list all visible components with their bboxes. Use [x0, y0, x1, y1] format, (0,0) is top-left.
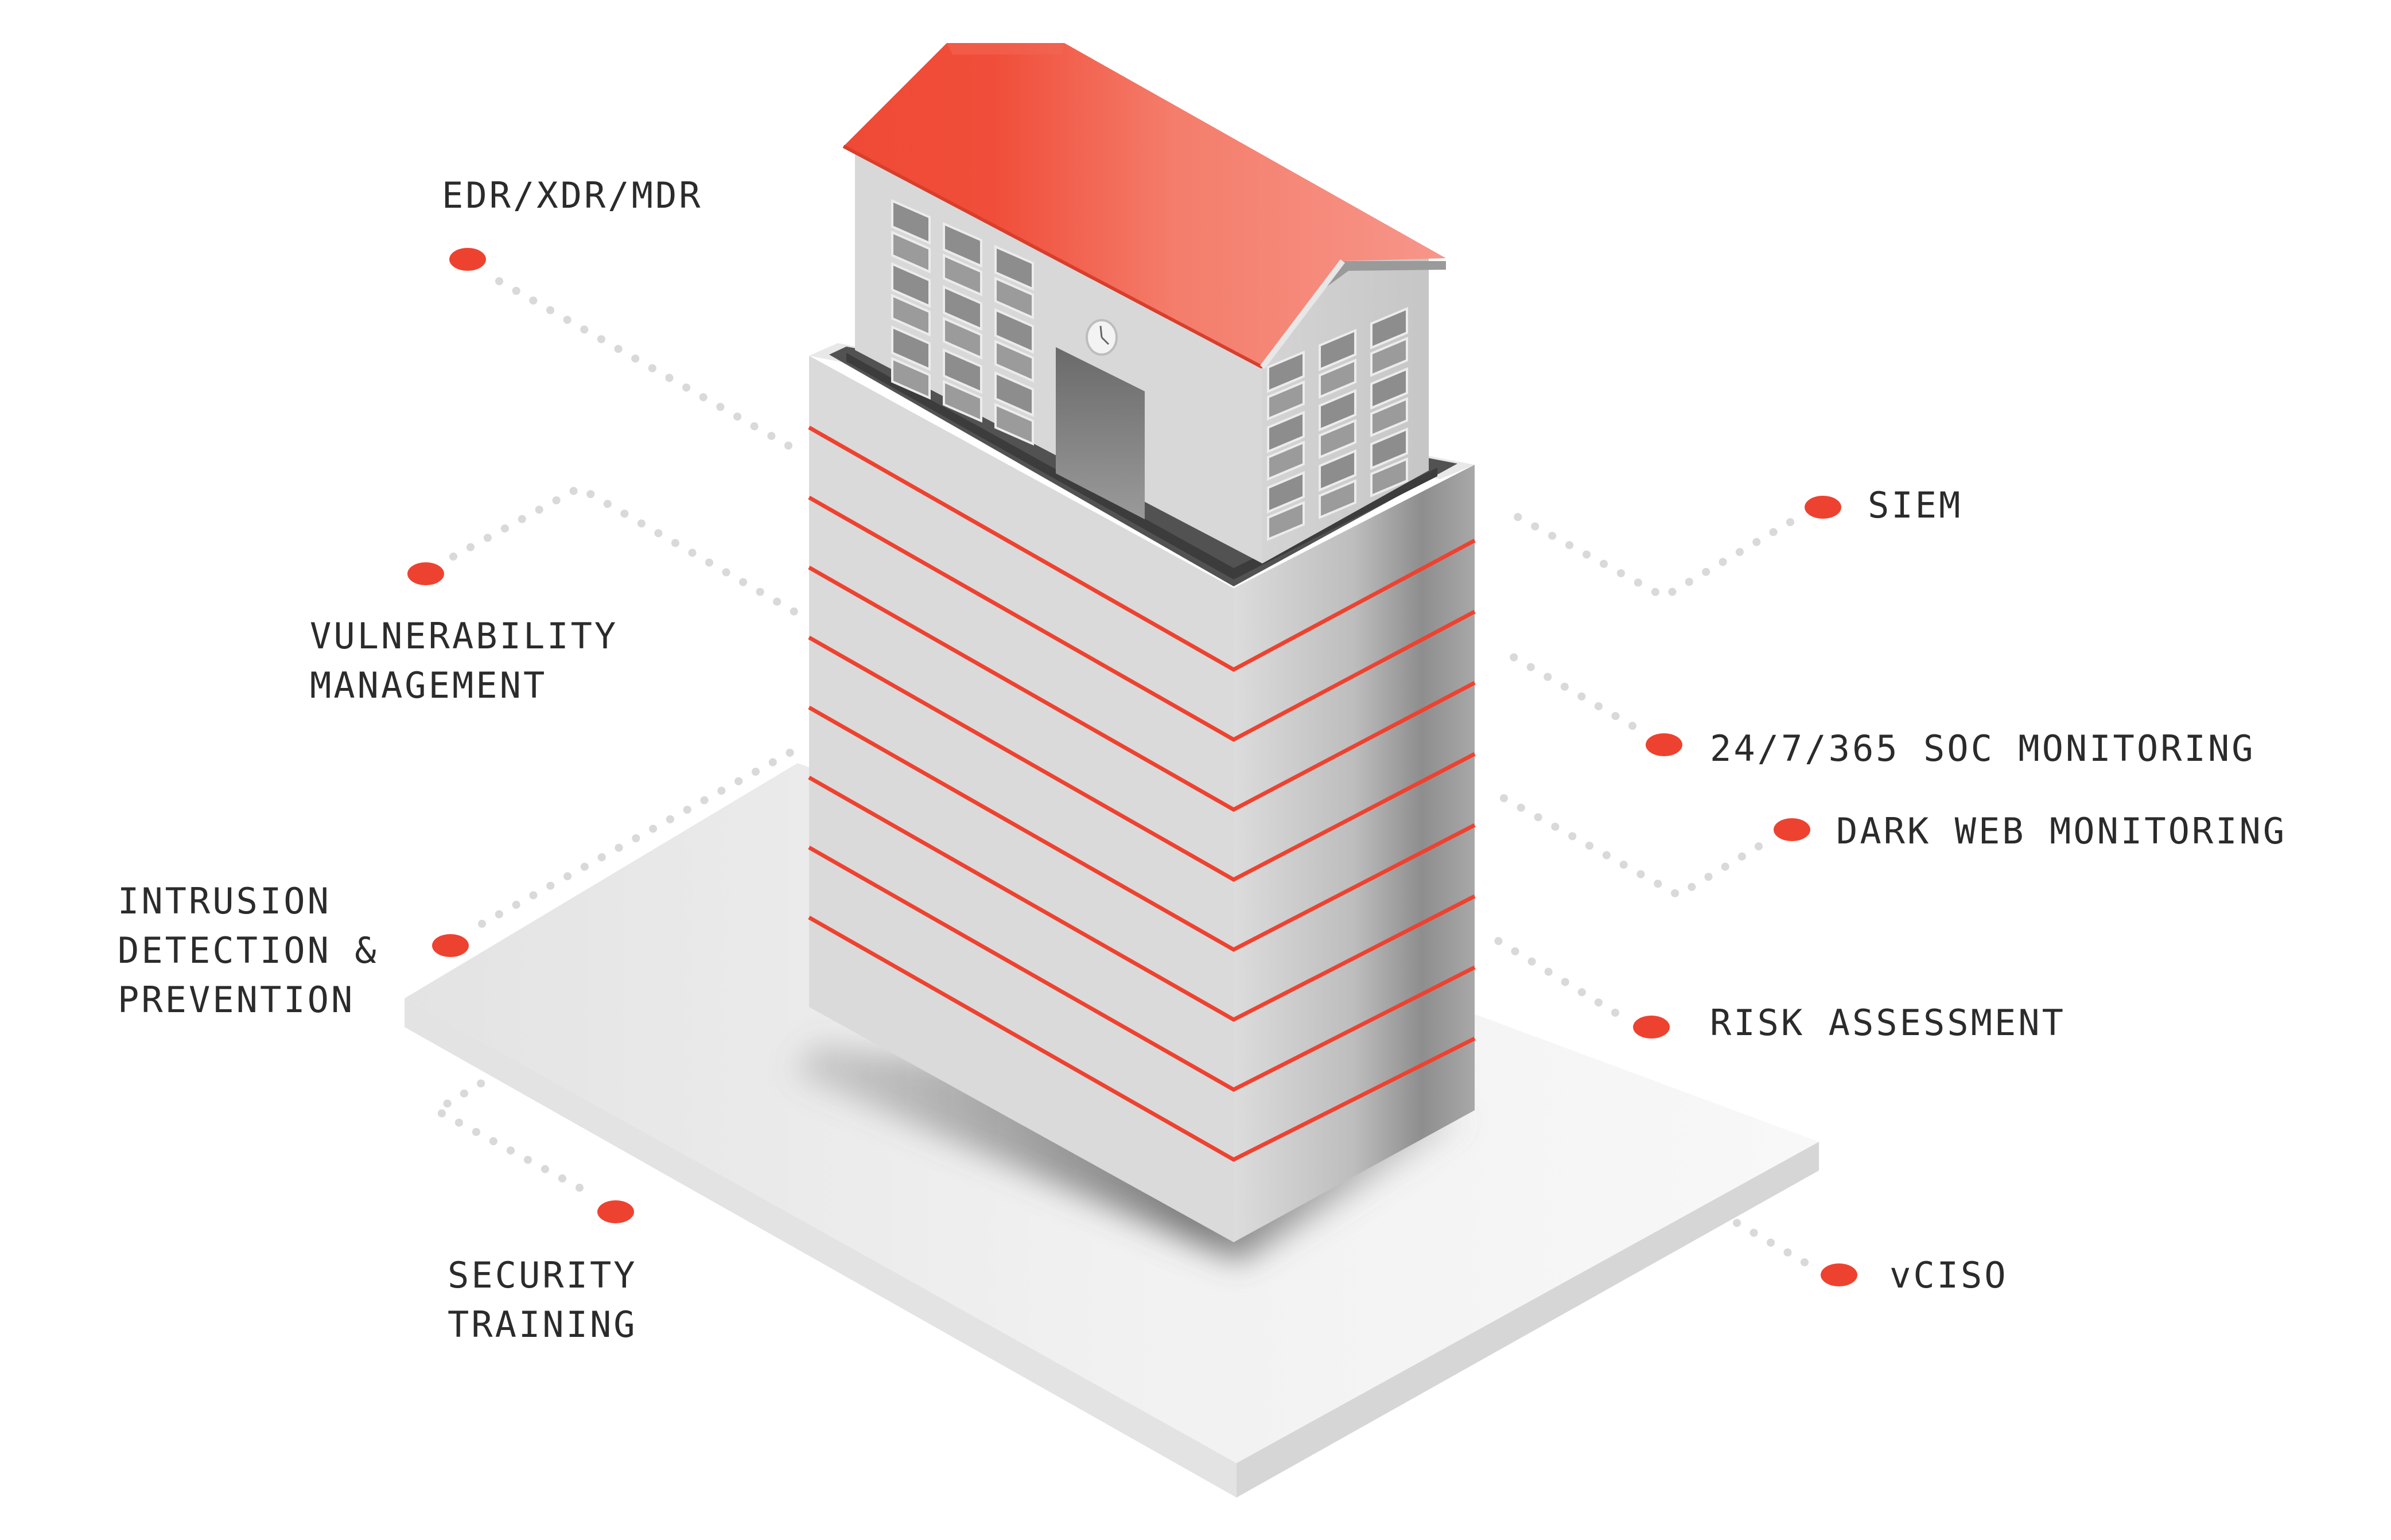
- dot-vciso: [1821, 1263, 1857, 1286]
- window: [994, 371, 1034, 417]
- connector-siem: [1502, 507, 1794, 602]
- label-line: SIEM: [1868, 484, 1963, 526]
- window: [1319, 479, 1356, 520]
- label-dark: DARK WEB MONITORING: [1836, 807, 2287, 856]
- window: [943, 221, 982, 268]
- connector-soc: [1499, 647, 1636, 730]
- window: [891, 199, 931, 245]
- floor-stripe: [808, 775, 1476, 1022]
- window: [1267, 380, 1305, 421]
- window: [1267, 500, 1305, 542]
- window: [1370, 336, 1408, 378]
- window: [943, 253, 982, 297]
- dot-soc: [1646, 733, 1682, 756]
- window: [994, 402, 1034, 446]
- window: [994, 276, 1034, 320]
- connector-edr: [495, 277, 796, 452]
- floor-stripe: [808, 915, 1476, 1162]
- window: [1267, 410, 1305, 454]
- window: [1267, 470, 1305, 514]
- window: [943, 348, 982, 394]
- window: [1319, 328, 1356, 372]
- window: [891, 262, 931, 308]
- window: [1370, 457, 1408, 498]
- window: [1319, 418, 1356, 460]
- rooftop-house: [829, 43, 1457, 586]
- floor-stripe: [808, 635, 1476, 882]
- dot-siem: [1805, 496, 1841, 519]
- clock-icon: [1086, 319, 1118, 356]
- dot-ids: [432, 934, 469, 957]
- label-vciso: vCISO: [1890, 1251, 2008, 1300]
- house-windows: [891, 199, 1408, 542]
- label-line: RISK ASSESSMENT: [1710, 1002, 2066, 1044]
- window: [943, 316, 982, 360]
- label-line: PREVENTION: [118, 979, 355, 1021]
- window: [1319, 388, 1356, 432]
- label-line: 24/7/365 SOC MONITORING: [1710, 728, 2256, 769]
- connector-ids: [478, 748, 796, 928]
- dot-vuln: [407, 562, 444, 585]
- window: [1370, 396, 1408, 438]
- label-risk: RISK ASSESSMENT: [1710, 998, 2066, 1048]
- window: [891, 356, 931, 400]
- label-train: SECURITY TRAINING: [448, 1251, 637, 1350]
- label-line: DETECTION &: [118, 930, 379, 971]
- label-line: vCISO: [1890, 1254, 2008, 1296]
- label-line: MANAGEMENT: [310, 664, 547, 706]
- floor-stripe: [808, 845, 1476, 1092]
- window: [891, 325, 931, 371]
- office-tower: [808, 343, 1476, 1242]
- window: [1267, 350, 1305, 394]
- floor-stripe: [808, 565, 1476, 812]
- window: [1370, 306, 1408, 350]
- label-vuln: VULNERABILITY MANAGEMENT: [310, 612, 618, 710]
- label-edr: EDR/XDR/MDR: [442, 171, 703, 220]
- connector-lines: [427, 277, 1809, 1266]
- label-line: TRAINING: [448, 1304, 637, 1345]
- label-siem: SIEM: [1868, 481, 1962, 530]
- label-line: DARK WEB MONITORING: [1836, 810, 2287, 852]
- window: [1319, 358, 1356, 399]
- floor-stripe: [808, 495, 1476, 742]
- window: [994, 308, 1034, 354]
- connector-vciso: [1485, 1075, 1809, 1266]
- connector-risk: [1485, 931, 1619, 1017]
- label-line: VULNERABILITY: [310, 615, 619, 657]
- window: [891, 293, 931, 337]
- dot-edr: [449, 248, 486, 271]
- label-soc: 24/7/365 SOC MONITORING: [1710, 724, 2256, 773]
- connector-vuln: [449, 483, 807, 621]
- label-line: SECURITY: [448, 1254, 637, 1296]
- window: [994, 339, 1034, 383]
- window: [943, 285, 982, 331]
- window: [1319, 449, 1356, 492]
- window: [1267, 440, 1305, 481]
- label-line: INTRUSION: [118, 880, 331, 922]
- window: [1370, 367, 1408, 410]
- window: [1370, 427, 1408, 470]
- dot-train: [597, 1200, 634, 1223]
- label-line: EDR/XDR/MDR: [442, 174, 703, 216]
- window: [994, 244, 1034, 291]
- connector-dark: [1494, 791, 1763, 900]
- label-ids: INTRUSION DETECTION & PREVENTION: [118, 877, 379, 1025]
- window: [943, 379, 982, 423]
- dot-dark: [1774, 818, 1810, 841]
- floor-stripe: [808, 705, 1476, 952]
- red-floor-stripes: [808, 425, 1476, 1162]
- floor-stripe: [808, 425, 1476, 672]
- dot-risk: [1633, 1016, 1670, 1039]
- window: [891, 230, 931, 274]
